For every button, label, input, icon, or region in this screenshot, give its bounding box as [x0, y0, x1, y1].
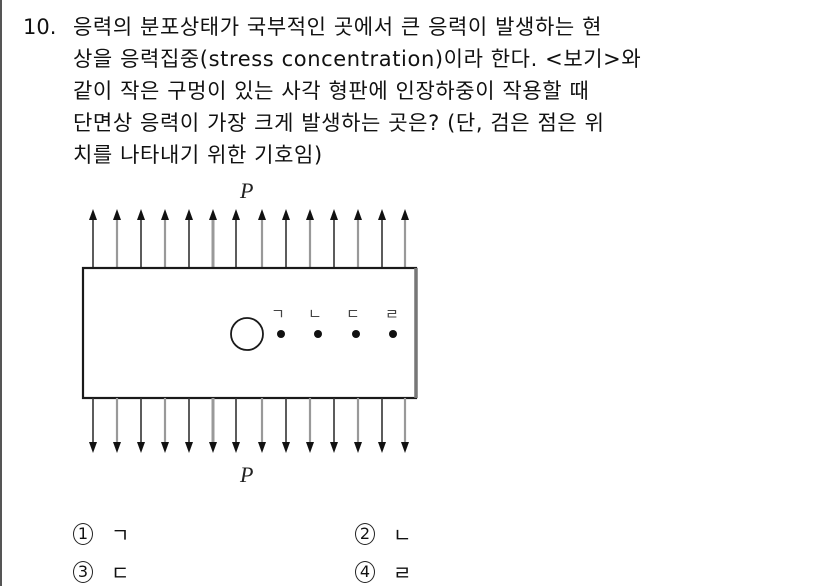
svg-text:ㄴ: ㄴ — [308, 305, 322, 323]
arrow-up-icon — [258, 209, 266, 268]
top-tension-arrows — [89, 209, 409, 268]
arrow-down-icon — [185, 398, 193, 453]
svg-text:ㄹ: ㄹ — [385, 305, 399, 323]
option-label: ㄹ — [393, 561, 412, 585]
stress-concentration-diagram: P ㄱ ㄴ ㄷ ㄹ — [81, 178, 418, 487]
option-number: 3 — [73, 560, 93, 583]
load-label-bottom: P — [239, 462, 253, 487]
arrow-down-icon — [258, 398, 266, 453]
arrow-up-icon — [306, 209, 314, 268]
option-number: 2 — [355, 522, 375, 545]
arrow-down-icon — [137, 398, 145, 453]
page-left-border — [0, 0, 2, 586]
option-number: 1 — [73, 522, 93, 545]
question-text-line-3: 같이 작은 구멍이 있는 사각 형판에 인장하중이 작용할 때 — [73, 79, 590, 103]
option-number: 4 — [355, 560, 375, 583]
arrow-down-icon — [354, 398, 362, 453]
hole-icon — [230, 317, 264, 351]
point-giyeok: ㄱ — [271, 305, 285, 338]
arrow-up-icon — [378, 209, 386, 268]
arrow-down-icon — [113, 398, 121, 453]
arrow-up-icon — [89, 209, 97, 268]
arrow-up-icon — [232, 209, 240, 268]
arrow-up-icon — [185, 209, 193, 268]
load-label-top: P — [239, 178, 253, 203]
option-2[interactable]: 2 ㄴ — [355, 519, 411, 548]
option-3[interactable]: 3 ㄷ — [73, 557, 129, 586]
svg-text:ㄱ: ㄱ — [271, 305, 285, 323]
arrow-down-icon — [209, 398, 217, 453]
point-rieul: ㄹ — [385, 305, 399, 338]
point-nieun: ㄴ — [308, 305, 322, 338]
arrow-up-icon — [330, 209, 338, 268]
arrow-up-icon — [113, 209, 121, 268]
point-digeut: ㄷ — [346, 305, 360, 338]
question-text-line-5: 치를 나타내기 위한 기호임) — [73, 143, 323, 167]
option-label: ㄴ — [393, 523, 412, 547]
bottom-tension-arrows — [89, 398, 409, 453]
arrow-up-icon — [209, 209, 217, 268]
arrow-up-icon — [354, 209, 362, 268]
arrow-down-icon — [378, 398, 386, 453]
question-text-line-4: 단면상 응력이 가장 크게 발생하는 곳은? (단, 검은 점은 위 — [73, 111, 605, 135]
arrow-up-icon — [282, 209, 290, 268]
arrow-up-icon — [161, 209, 169, 268]
arrow-down-icon — [330, 398, 338, 453]
option-1[interactable]: 1 ㄱ — [73, 519, 129, 548]
arrow-down-icon — [306, 398, 314, 453]
arrow-down-icon — [401, 398, 409, 453]
question-number: 10. — [23, 15, 57, 39]
option-4[interactable]: 4 ㄹ — [355, 557, 411, 586]
arrow-up-icon — [137, 209, 145, 268]
arrow-down-icon — [161, 398, 169, 453]
arrow-up-icon — [401, 209, 409, 268]
arrow-down-icon — [232, 398, 240, 453]
arrow-down-icon — [282, 398, 290, 453]
option-label: ㄷ — [111, 561, 130, 585]
question-text-line-2: 상을 응력집중(stress concentration)이라 한다. <보기>… — [73, 47, 642, 71]
svg-text:ㄷ: ㄷ — [346, 305, 360, 323]
option-label: ㄱ — [111, 523, 130, 547]
arrow-down-icon — [89, 398, 97, 453]
question-text-line-1: 응력의 분포상태가 국부적인 곳에서 큰 응력이 발생하는 현 — [73, 15, 603, 39]
